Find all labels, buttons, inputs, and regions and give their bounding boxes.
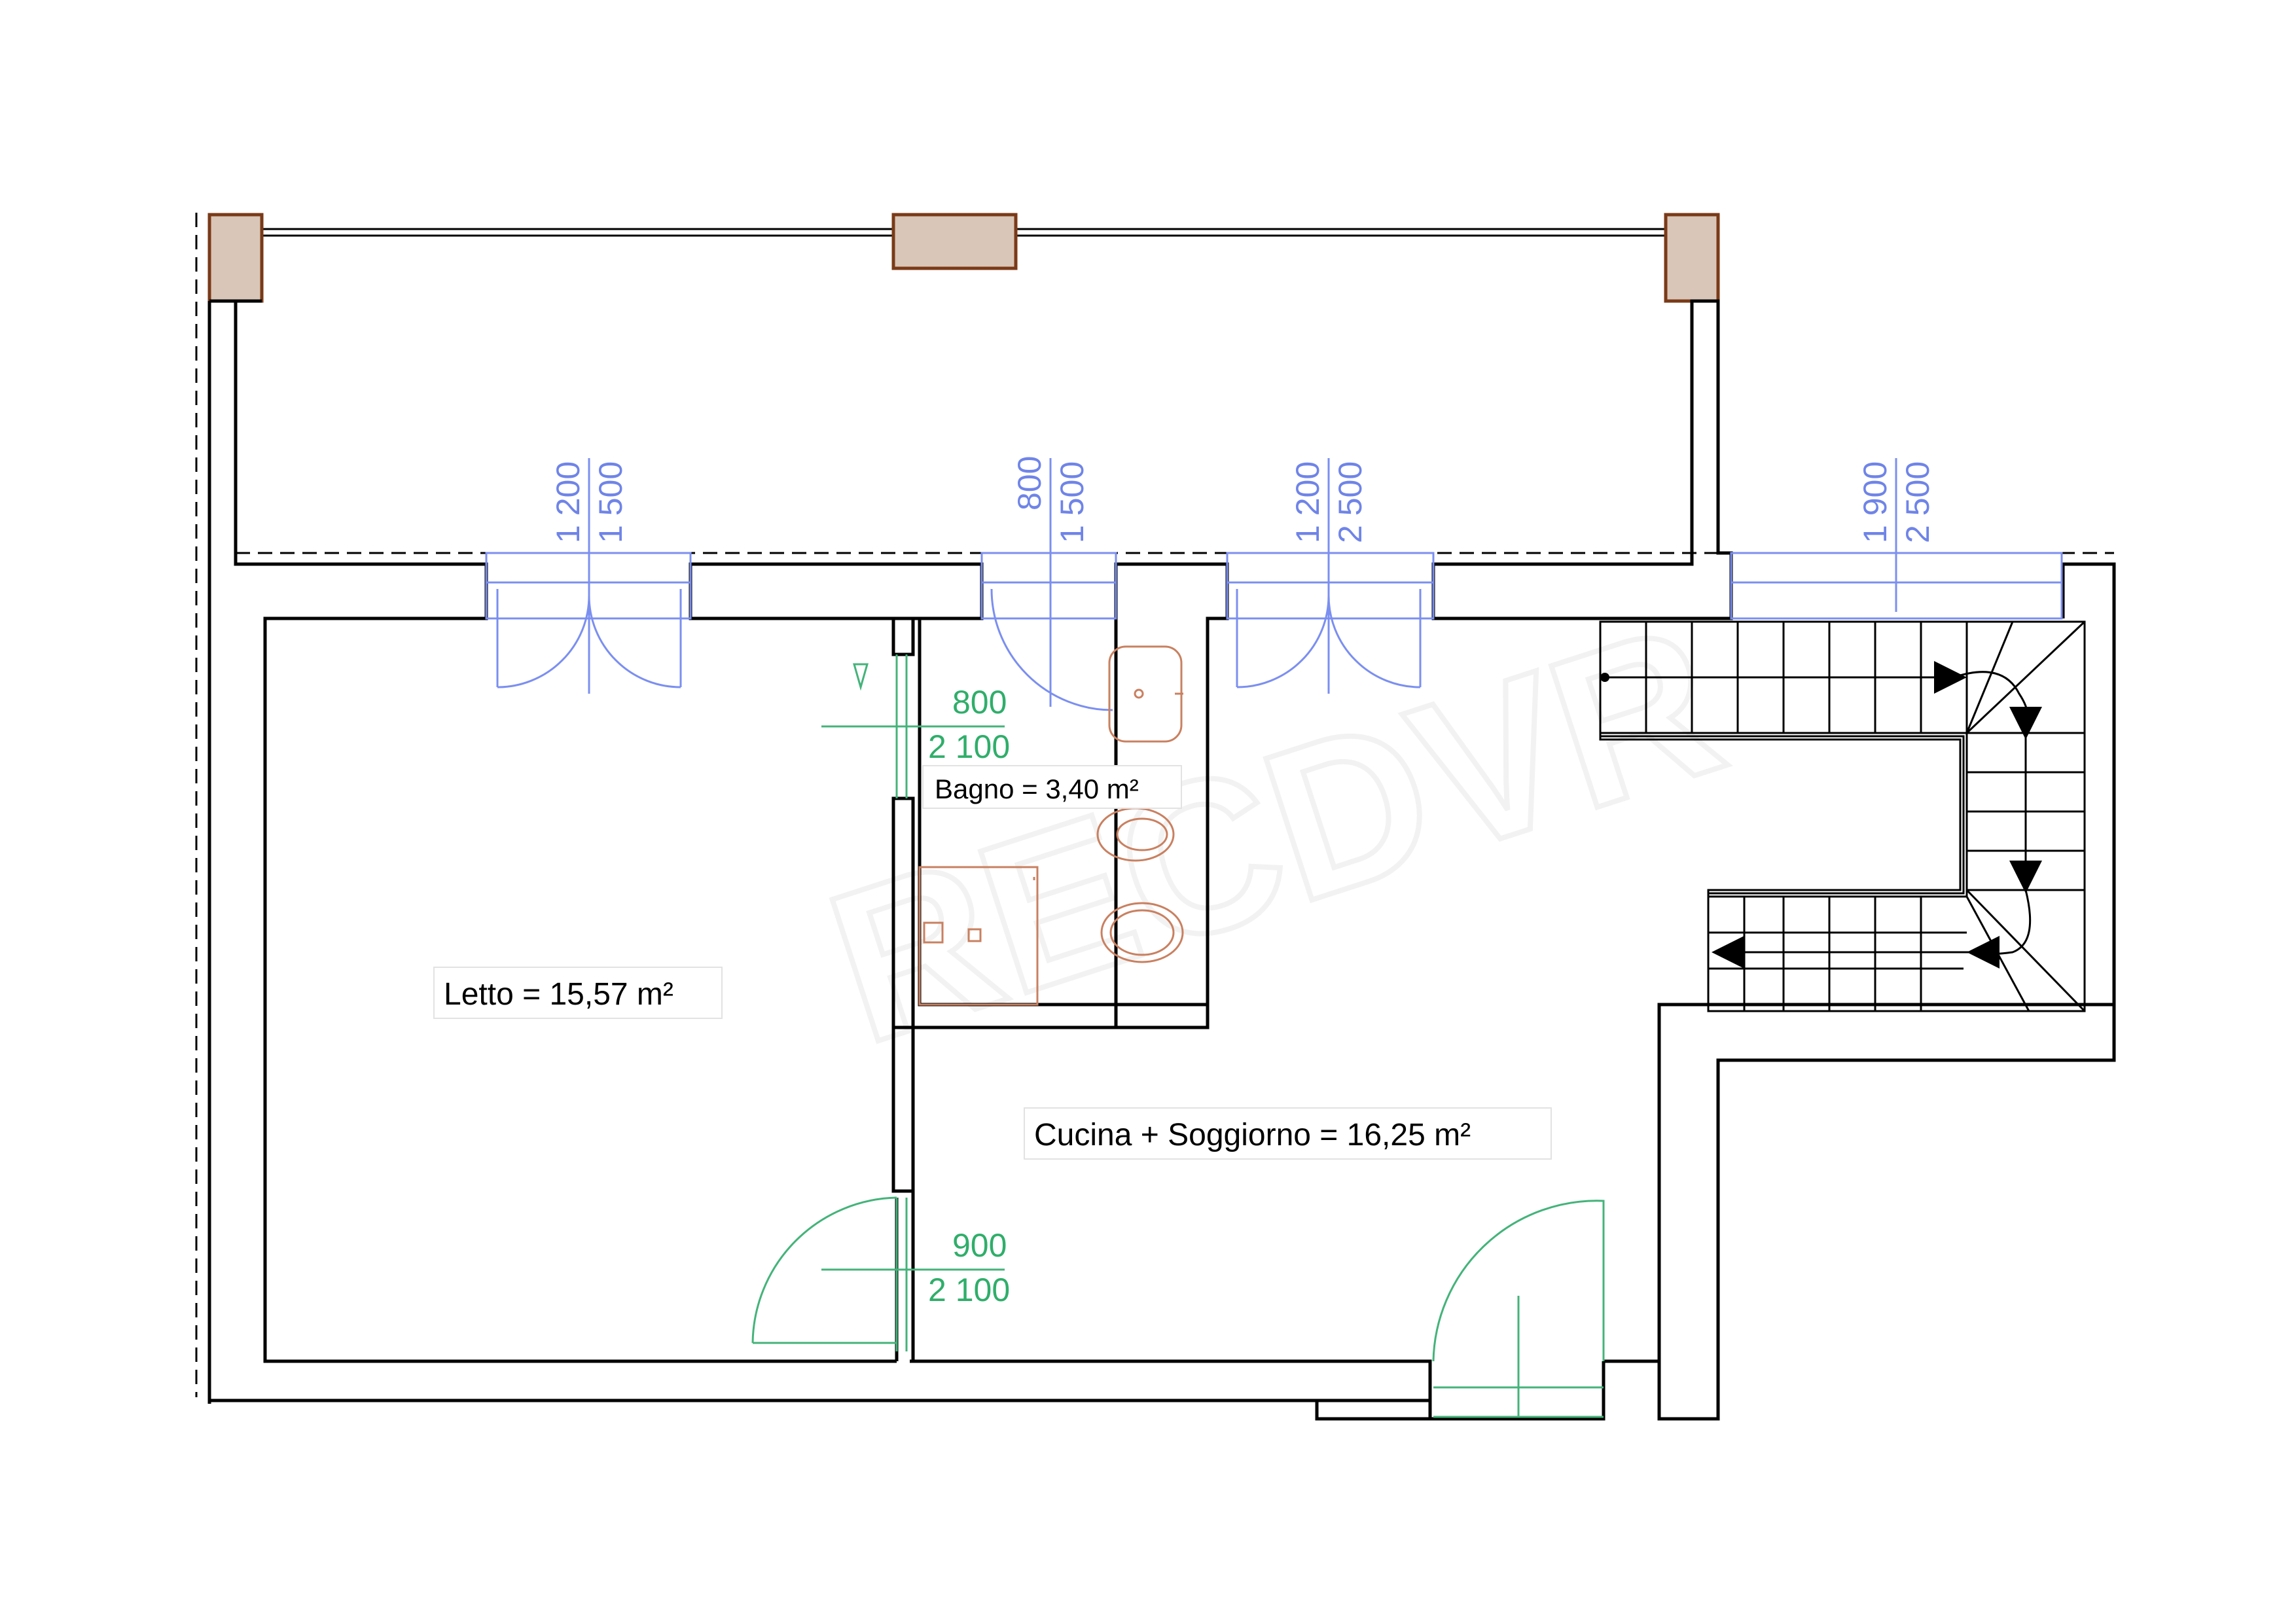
column-left [207,213,264,303]
door-1-height: 2 100 [928,728,1010,765]
window-4-width: 1 900 [1857,461,1893,543]
room-labels: Letto = 15,57 m² Bagno = 3,40 m² Cucina … [433,765,1552,1160]
column-right [1664,213,1720,303]
window-1-width: 1 200 [550,461,586,543]
room-label-letto: Letto = 15,57 m² [444,977,673,1012]
room-label-cucina-soggiorno: Cucina + Soggiorno = 16,25 m² [1034,1118,1471,1152]
window-2-height: 1 500 [1054,461,1090,543]
watermark: RECDVR [804,577,1746,1089]
window-2-width: 800 [1011,456,1048,510]
door-dimensions: 800 2 100 900 2 100 [928,684,1010,1308]
sink [1108,645,1183,743]
door-2-height: 2 100 [928,1272,1010,1308]
toilet [1100,902,1184,963]
window-3-width: 1 200 [1289,461,1326,543]
shower [918,866,1039,1006]
stair-arrow-4 [1967,936,2000,969]
column-center [891,213,1018,270]
window-3-height: 2 500 [1332,461,1369,543]
terrace [195,213,2114,1397]
door-1-width: 800 [952,684,1007,721]
stair-arrow-1 [1934,661,1967,694]
stair-arrow-5 [1712,936,1744,969]
window-4-height: 2 500 [1899,461,1936,543]
window-dimensions: 1 200 1 500 800 1 500 1 200 2 500 1 900 … [550,456,1936,543]
doors [751,654,1605,1418]
windows [485,458,2063,711]
stair-arrow-3 [2009,861,2042,893]
stair-arrow-2 [2009,707,2042,740]
door-2-width: 900 [952,1227,1007,1264]
walls [207,299,2116,1421]
window-1-height: 1 500 [592,461,629,543]
room-label-bagno: Bagno = 3,40 m² [935,774,1139,804]
staircase [1599,620,2086,1012]
